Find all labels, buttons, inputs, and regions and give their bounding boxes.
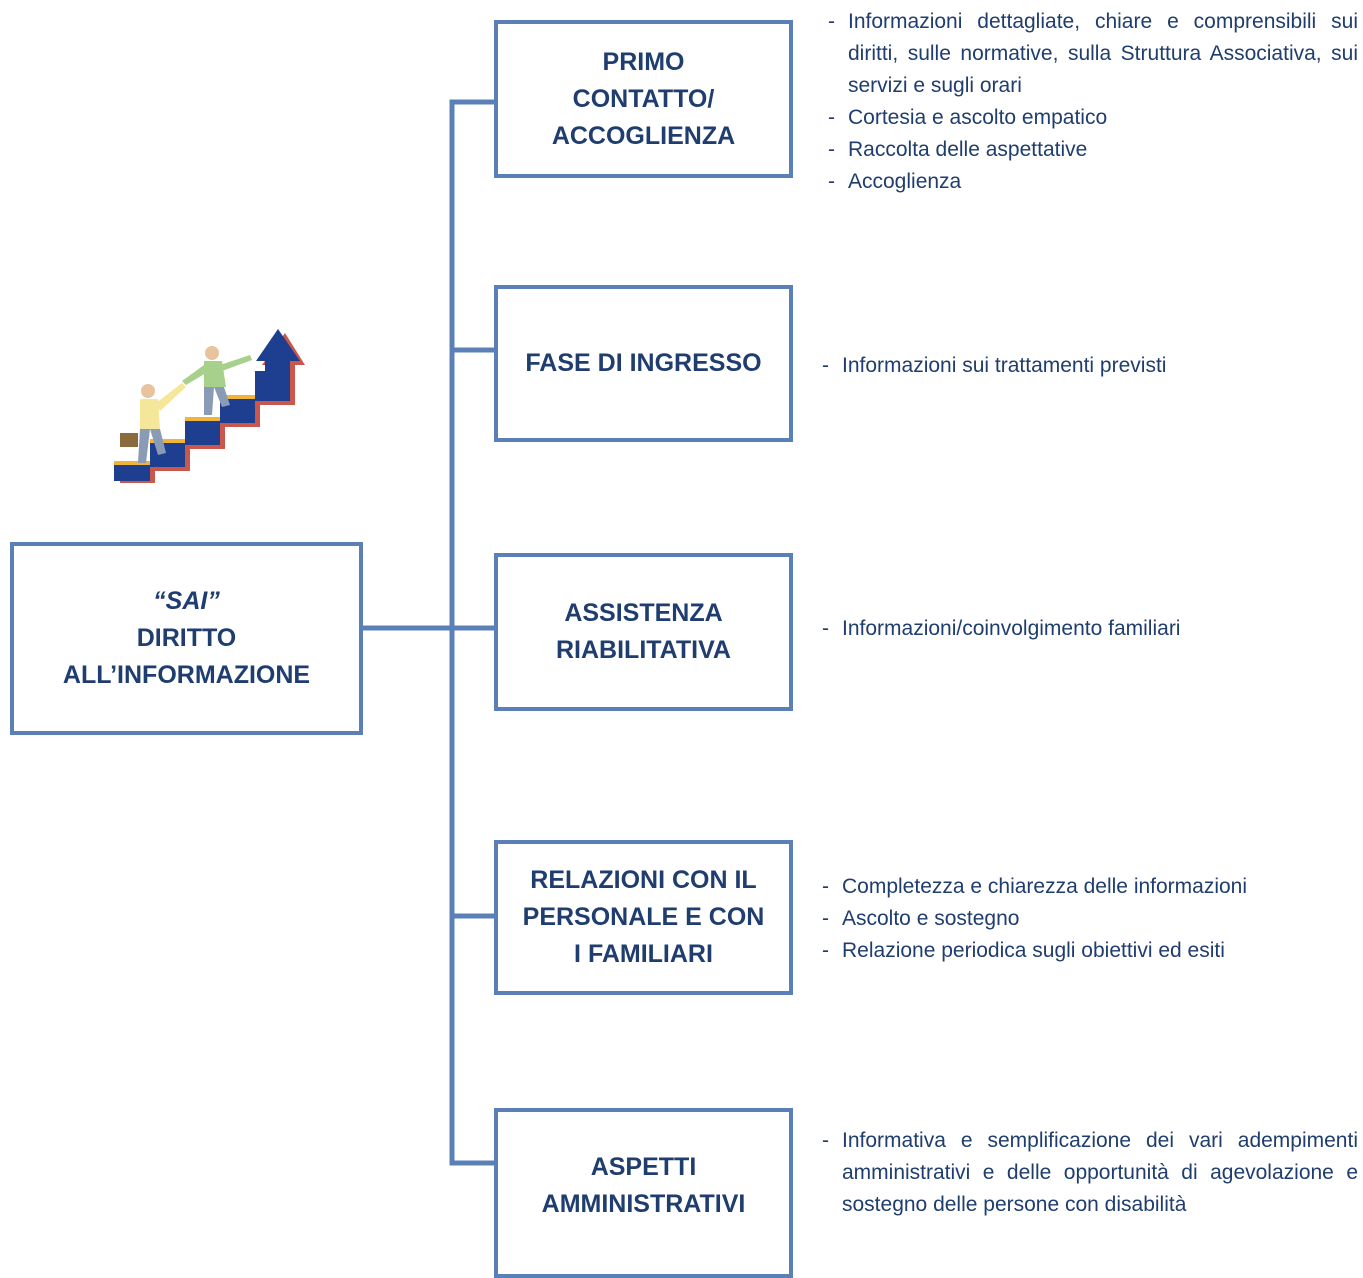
branch-box-primo-contatto: PRIMO CONTATTO/ ACCOGLIENZA xyxy=(494,20,793,178)
root-line-1: DIRITTO xyxy=(136,624,237,652)
branch-3-detail-item: Informazioni/coinvolgimento familiari xyxy=(820,613,1350,645)
branch-4-detail-item: Ascolto e sostegno xyxy=(820,903,1350,935)
branch-3-details: Informazioni/coinvolgimento familiari xyxy=(820,613,1350,645)
root-line-2: ALL’INFORMAZIONE xyxy=(62,661,311,689)
branch-1-detail-item: Accoglienza xyxy=(826,166,1358,198)
people-climbing-stairs-arrow-icon xyxy=(114,329,305,483)
branch-box-fase-ingresso: FASE DI INGRESSO xyxy=(494,285,793,442)
branch-3-title-line-1: ASSISTENZA xyxy=(564,599,723,627)
branch-box-relazioni: RELAZIONI CON IL PERSONALE E CON I FAMIL… xyxy=(494,840,793,995)
branch-2-details: Informazioni sui trattamenti previsti xyxy=(820,350,1350,382)
branch-1-title-line-1: PRIMO xyxy=(602,47,685,76)
branch-4-detail-item: Completezza e chiarezza delle informazio… xyxy=(820,871,1350,903)
root-quote: “SAI” xyxy=(153,587,220,615)
branch-4-detail-item: Relazione periodica sugli obiettivi ed e… xyxy=(820,935,1350,967)
branch-1-detail-item: Informazioni dettagliate, chiare e compr… xyxy=(826,6,1358,102)
branch-2-title-line-1: FASE DI INGRESSO xyxy=(525,349,762,377)
branch-4-title-line-3: I FAMILIARI xyxy=(574,940,713,968)
branch-box-aspetti: ASPETTI AMMINISTRATIVI xyxy=(494,1108,793,1278)
branch-5-details: Informativa e semplificazione dei vari a… xyxy=(820,1125,1358,1221)
root-box: “SAI” DIRITTO ALL’INFORMAZIONE xyxy=(10,542,363,735)
branch-1-details: Informazioni dettagliate, chiare e compr… xyxy=(826,6,1358,198)
branch-box-assistenza: ASSISTENZA RIABILITATIVA xyxy=(494,553,793,711)
branch-1-title-line-2: CONTATTO/ xyxy=(572,84,715,113)
branch-1-title-line-3: ACCOGLIENZA xyxy=(551,121,736,150)
branch-3-title-line-2: RIABILITATIVA xyxy=(556,636,731,664)
branch-4-title-line-2: PERSONALE E CON xyxy=(522,903,765,931)
branch-1-detail-item: Raccolta delle aspettative xyxy=(826,134,1358,166)
branch-2-detail-item: Informazioni sui trattamenti previsti xyxy=(820,350,1350,382)
branch-4-title-line-1: RELAZIONI CON IL xyxy=(530,866,757,894)
branch-5-title-line-2: AMMINISTRATIVI xyxy=(541,1190,746,1218)
branch-4-details: Completezza e chiarezza delle informazio… xyxy=(820,871,1350,967)
branch-1-detail-item: Cortesia e ascolto empatico xyxy=(826,102,1358,134)
branch-5-detail-item: Informativa e semplificazione dei vari a… xyxy=(820,1125,1358,1221)
branch-5-title-line-1: ASPETTI xyxy=(590,1153,697,1181)
